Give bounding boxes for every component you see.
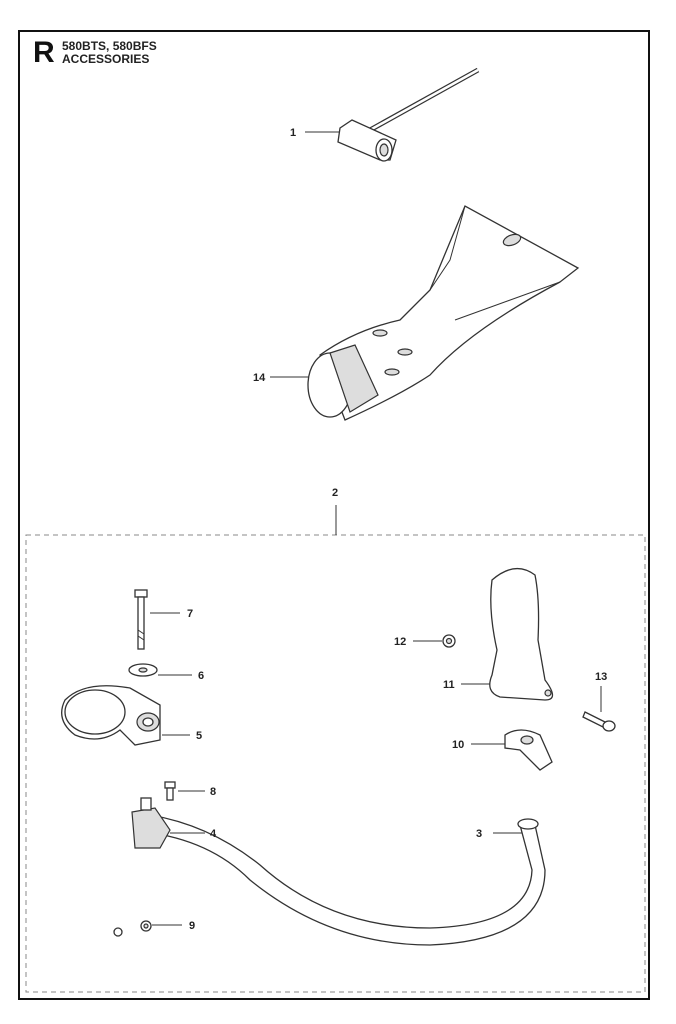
callout-1: 1	[290, 127, 296, 139]
part-11-handle-grip[interactable]	[489, 568, 554, 701]
callout-14: 14	[253, 372, 266, 384]
part-5-clamp[interactable]	[61, 685, 161, 746]
diagram-frame	[18, 30, 650, 1000]
callout-10: 10	[452, 739, 464, 751]
model-names: 580BTS, 580BFS	[62, 39, 157, 53]
callout-7: 7	[187, 608, 193, 620]
part-4-handle-bracket[interactable]	[131, 797, 171, 849]
callout-11: 11	[443, 679, 455, 691]
part-1-combination-wrench[interactable]	[337, 67, 480, 162]
callout-6: 6	[198, 670, 204, 682]
part-9-nut[interactable]	[113, 920, 152, 937]
callout-13: 13	[595, 671, 607, 683]
callout-12: 12	[394, 636, 406, 648]
callout-9: 9	[189, 920, 195, 932]
callout-3: 3	[476, 828, 482, 840]
section-letter: R	[33, 36, 55, 69]
callout-2: 2	[332, 487, 338, 499]
part-12-nut[interactable]	[442, 634, 456, 648]
callout-4: 4	[210, 828, 217, 840]
part-10-handle-bracket[interactable]	[504, 729, 553, 771]
part-7-bolt[interactable]	[134, 589, 148, 650]
page-title: ACCESSORIES	[62, 52, 150, 66]
part-6-lock-washer[interactable]	[128, 663, 158, 677]
part-13-screw[interactable]	[582, 711, 616, 732]
callout-5: 5	[196, 730, 202, 742]
callout-8: 8	[210, 786, 216, 798]
part-14-flat-nozzle[interactable]	[307, 205, 580, 421]
part-3-loop-handle[interactable]	[144, 814, 546, 946]
part-8-screw[interactable]	[164, 781, 176, 801]
